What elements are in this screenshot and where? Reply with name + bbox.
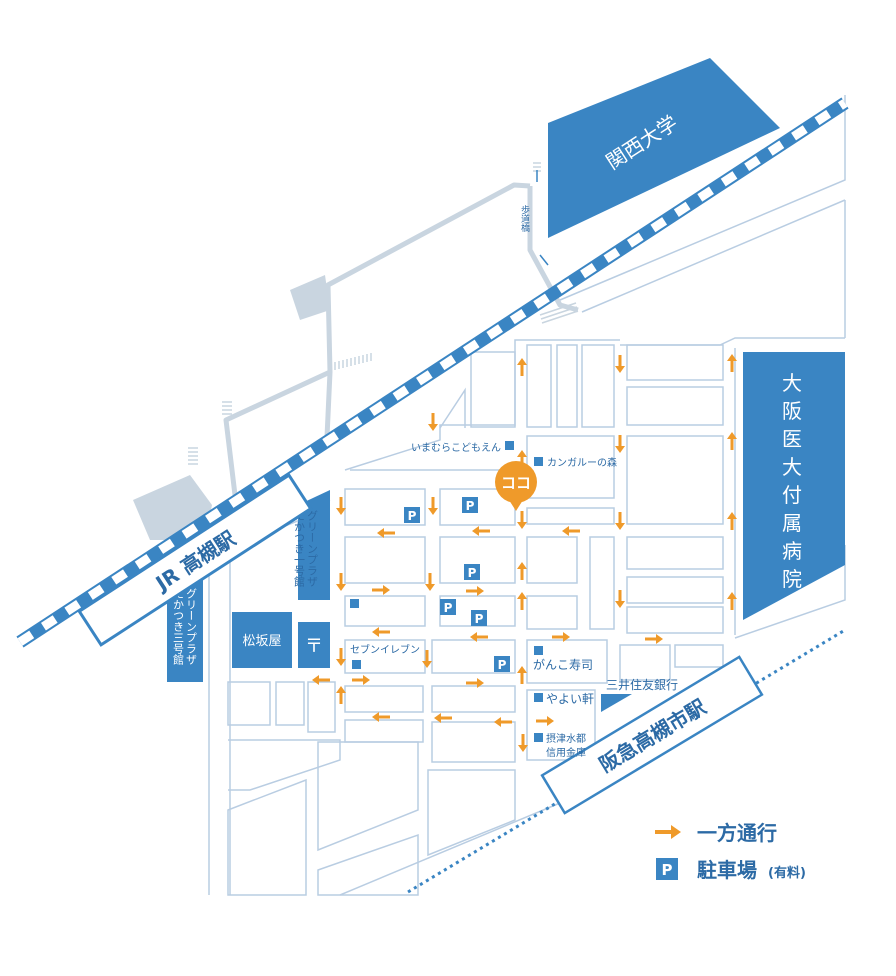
one-way-arrow-icon (426, 495, 440, 517)
yayoiken-marker (534, 693, 543, 702)
settsu-label-2: 信用金庫 (546, 746, 586, 759)
one-way-arrow-icon (613, 510, 627, 532)
footbridge-arrow-icon (539, 254, 549, 266)
jr-railway (16, 97, 849, 648)
svg-text:P: P (468, 566, 477, 580)
svg-text:大: 大 (782, 455, 802, 479)
one-way-arrow-icon (560, 524, 582, 538)
green-plaza-3-label: グリーンプラザ たかつき三号館 (172, 588, 198, 666)
stairs (188, 162, 579, 465)
yayoiken-label: やよい軒 (546, 692, 594, 706)
footbridge-label: 歩道橋 (519, 204, 530, 233)
legend-one-way-label: 一方通行 (697, 821, 777, 845)
imamura-marker (505, 441, 514, 450)
one-way-arrow-icon (350, 673, 372, 687)
green-plaza-1-label: グリーンプラザ たかつき一号館 (293, 510, 319, 588)
svg-text:P: P (498, 658, 507, 672)
one-way-arrow-icon (515, 560, 529, 582)
svg-text:P: P (662, 861, 673, 879)
one-way-arrow-icon (515, 590, 529, 612)
parking-icon: P (440, 599, 456, 615)
parking-icon: P (462, 497, 478, 513)
one-way-arrow-icon (643, 632, 665, 646)
legend: 一方通行 P 駐車場 (有料) (655, 821, 806, 882)
settsu-label-1: 摂津水都 (546, 732, 586, 745)
legend-parking-label: 駐車場 (697, 858, 757, 882)
one-way-arrow-icon (423, 571, 437, 593)
kangaroo-marker (534, 457, 543, 466)
svg-text:グリーンプラザ: グリーンプラザ (306, 510, 319, 587)
legend-parking-icon: P (656, 858, 678, 880)
mitsui-building (601, 694, 632, 712)
one-way-arrow-icon (613, 433, 627, 455)
svg-text:P: P (444, 601, 453, 615)
here-label: ココ (501, 474, 531, 492)
one-way-arrow-icon (370, 625, 392, 639)
walkway-ramp (290, 275, 330, 320)
one-way-arrow-icon (613, 588, 627, 610)
svg-text:グリーンプラザ: グリーンプラザ (185, 588, 198, 665)
svg-text:医: 医 (782, 427, 802, 451)
svg-text:属: 属 (782, 511, 802, 535)
post-office-icon: 〒 (305, 636, 323, 657)
one-way-arrow-icon (534, 714, 556, 728)
green-plaza-1-building (298, 490, 330, 600)
svg-text:たかつき一号館: たかつき一号館 (293, 510, 306, 588)
matsuzakaya-label: 松坂屋 (242, 634, 281, 649)
post-office-building (298, 622, 330, 668)
seven-eleven-marker (352, 660, 361, 669)
parking-icon: P (404, 507, 420, 523)
imamura-label: いまむらこどもえん (411, 442, 501, 454)
svg-text:P: P (466, 499, 475, 513)
ganko-marker (534, 646, 543, 655)
one-way-arrow-icon (420, 648, 434, 670)
ganko-label: がんこ寿司 (533, 657, 593, 672)
hospital-building (743, 352, 845, 620)
mitsui-label: 三井住友銀行 (606, 678, 678, 692)
parking-icon: P (494, 656, 510, 672)
kansai-univ-building (548, 58, 780, 238)
one-way-arrow-icon (310, 673, 332, 687)
road-grid (208, 95, 846, 896)
one-way-arrow-icon (426, 411, 440, 433)
one-way-arrow-icon (470, 524, 492, 538)
kangaroo-label: カンガルーの森 (547, 456, 617, 469)
jr-station-box: JR 高槻駅 (77, 473, 313, 647)
here-pin: ココ (495, 461, 537, 511)
one-way-arrow-icon (515, 664, 529, 686)
parking-icon: P (471, 610, 487, 626)
settsu-marker (534, 733, 543, 742)
footbridge-walkway (223, 182, 579, 521)
parking-icon: P (464, 564, 480, 580)
one-way-arrow-icon (515, 356, 529, 378)
svg-text:院: 院 (782, 567, 802, 591)
one-way-arrow-icon (464, 584, 486, 598)
svg-text:たかつき三号館: たかつき三号館 (172, 588, 185, 666)
legend-arrow-icon (655, 825, 681, 839)
shop-markers (350, 441, 543, 742)
svg-text:P: P (408, 509, 417, 523)
svg-text:歩道橋: 歩道橋 (519, 204, 530, 233)
one-way-arrow-icon (613, 353, 627, 375)
svg-text:付: 付 (782, 483, 802, 507)
svg-text:阪: 阪 (782, 399, 802, 423)
shop-marker (350, 599, 359, 608)
svg-text:P: P (475, 612, 484, 626)
svg-text:大: 大 (782, 371, 802, 395)
legend-parking-note: (有料) (768, 865, 806, 881)
matsuzakaya-building (232, 612, 292, 668)
location-pin-icon (495, 461, 537, 503)
svg-text:病: 病 (782, 539, 802, 563)
seven-eleven-label: セブンイレブン (350, 643, 420, 656)
parking-markers: P P P P P P (404, 497, 510, 672)
one-way-arrow-icon (370, 583, 392, 597)
one-way-arrow-icon (515, 509, 529, 531)
one-way-arrow-icon (492, 715, 514, 729)
